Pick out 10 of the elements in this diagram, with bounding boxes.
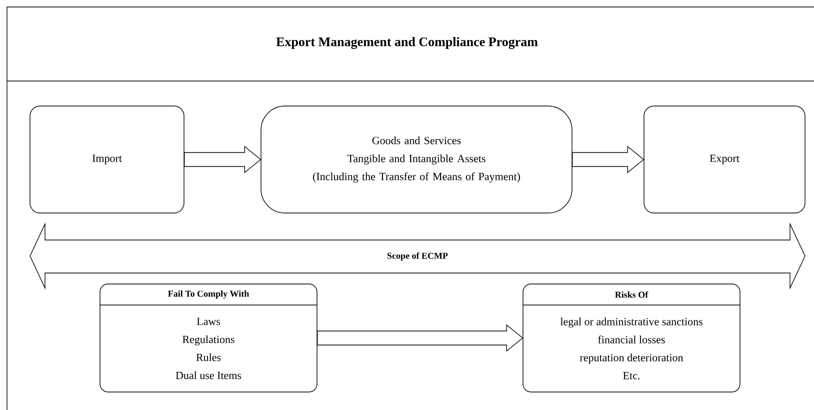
block-arrow bbox=[184, 146, 262, 174]
block-arrow bbox=[572, 146, 644, 174]
process-box: Goods and Services Tangible and Intangible Assets (Including the Transfer of Means of Payment) bbox=[260, 106, 572, 214]
process-box: Export bbox=[644, 106, 806, 214]
title: Export Management and Compliance Program bbox=[276, 37, 538, 49]
list-card: Fail To Comply With Laws Regulations Rules Dual use Items bbox=[100, 284, 318, 392]
block-arrow bbox=[317, 324, 524, 352]
list-card: Risks Of legal or administrative sanctions financial losses reputation deterioration Etc. bbox=[522, 284, 740, 392]
process-box: Import bbox=[30, 106, 184, 214]
double-arrow-band: Scope of ECMP bbox=[30, 222, 806, 290]
